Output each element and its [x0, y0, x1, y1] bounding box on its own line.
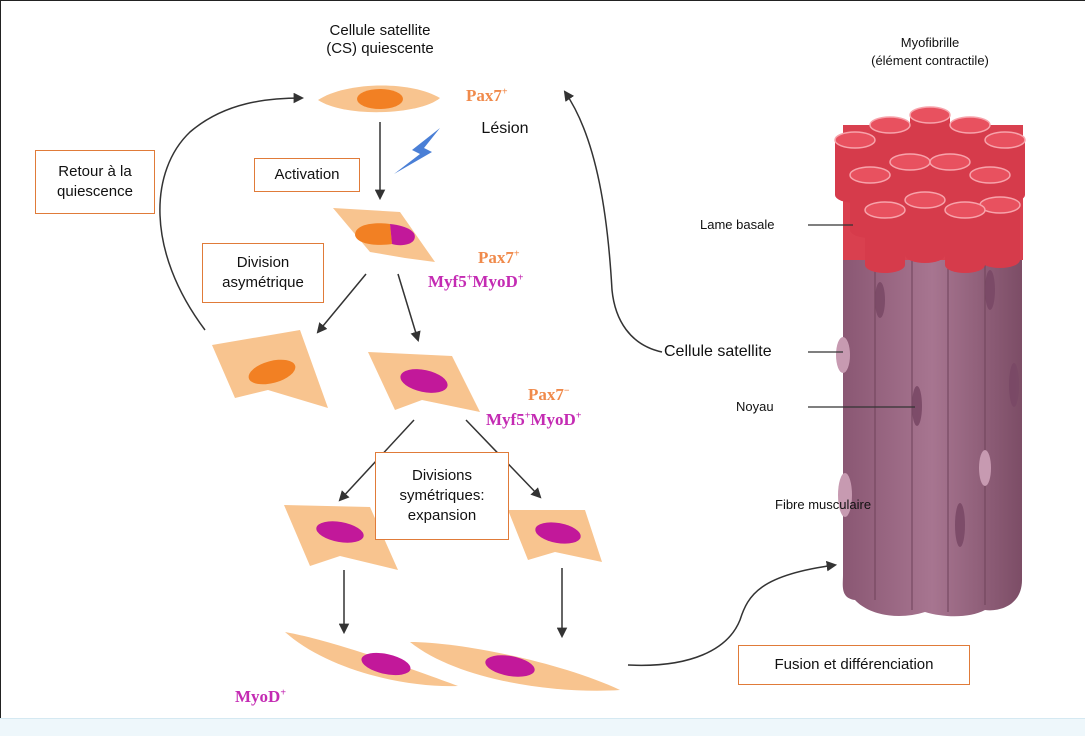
label-lame-basale: Lame basale	[700, 217, 775, 232]
myofibril-cylinder-top	[904, 191, 946, 209]
myofibril-cylinder-top	[834, 131, 876, 149]
muscle-fiber	[834, 106, 1026, 617]
box-division-asymetrique: Division asymétrique	[202, 243, 324, 303]
myofibril-cylinder	[865, 210, 905, 273]
box-divisions-symetriques: Divisions symétriques: expansion	[375, 452, 509, 540]
label-cs-quiescente: Cellule satellite (CS) quiescente	[326, 22, 434, 57]
arrow-fusion	[627, 560, 838, 667]
gene-pax7-activated: Pax7+	[478, 248, 520, 267]
arrow-return-quiescence	[159, 92, 305, 331]
arrow-asym-right	[397, 273, 421, 343]
expansion-cell-right	[508, 510, 602, 562]
label-noyau: Noyau	[736, 399, 774, 414]
myofibril-cylinder-top	[979, 196, 1021, 214]
myofibril-cylinder-top	[889, 153, 931, 171]
left-border	[0, 0, 1, 720]
myofibril-cylinder-top	[969, 166, 1011, 184]
quiescent-cell	[318, 85, 440, 113]
label-cellule-satellite: Cellule satellite	[664, 343, 772, 360]
myofibril-cylinder	[905, 200, 945, 263]
arrow-asym-left	[316, 273, 367, 334]
expansion-cell-left	[284, 505, 398, 570]
myoblast-left	[285, 632, 458, 687]
label-fibre-musculaire: Fibre musculaire	[775, 497, 872, 512]
myofibril-cylinder-top	[849, 166, 891, 184]
label-lesion: Lésion	[481, 120, 529, 137]
box-retour-quiescence: Retour à la quiescence	[35, 150, 155, 214]
box-activation: Activation	[254, 158, 360, 192]
bottom-band	[0, 718, 1085, 736]
gene-pax7-committed: Pax7−	[528, 385, 570, 404]
myofibril-cylinder-top	[984, 131, 1026, 149]
daughter-cell-left	[212, 330, 328, 408]
arrow-satellite-to-cs	[563, 90, 663, 353]
myofibril-cylinder	[945, 210, 985, 273]
gene-myf5-myod-activated: Myf5+MyoD+	[428, 272, 524, 291]
label-myofibrille: Myofibrille (élément contractile)	[871, 35, 989, 68]
myofibril-bundle	[834, 106, 1026, 273]
satellite-cell-marker	[836, 337, 850, 373]
myofibril-cylinder-top	[909, 106, 951, 124]
gene-myod-myoblast: MyoD+	[235, 687, 287, 706]
myofibril-cylinder-top	[869, 116, 911, 134]
daughter-cell-right	[368, 352, 480, 412]
top-border	[0, 0, 1085, 1]
myofibril-cylinder-top	[929, 153, 971, 171]
box-fusion-differenciation: Fusion et différenciation	[738, 645, 970, 685]
gene-pax7-quiescent: Pax7+	[466, 86, 508, 105]
activated-cell	[333, 208, 435, 262]
myofibril-cylinder-top	[949, 116, 991, 134]
myofibril-cylinder	[980, 205, 1020, 268]
gene-myf5-myod-committed: Myf5+MyoD+	[486, 410, 582, 429]
myofibril-cylinder-top	[864, 201, 906, 219]
lightning-icon	[394, 128, 440, 174]
myofibril-cylinder-top	[944, 201, 986, 219]
myoblast-right	[410, 642, 620, 691]
